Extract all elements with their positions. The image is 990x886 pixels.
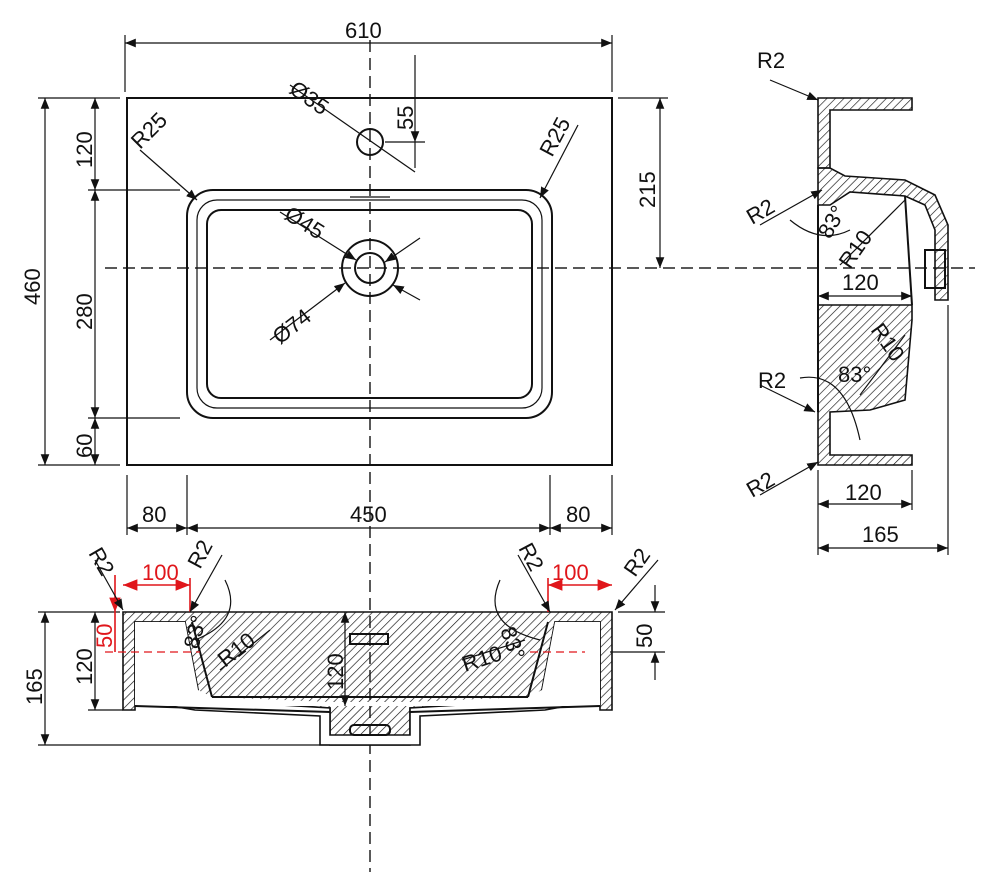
side-r2-bottom-label: R2 (742, 467, 779, 503)
overflow-offset-dimension: 55 (393, 106, 418, 130)
side-r10-top-label: R10 (834, 225, 878, 272)
front-bowl-height-dimension: 120 (323, 653, 348, 690)
front-view: 165 120 50 100 100 50 120 R2 R2 R2 R2 (22, 536, 665, 746)
right-margin-dimension: 80 (566, 502, 590, 527)
corner-radius-right-label: R25 (534, 113, 575, 160)
depth-dimension: 460 (20, 268, 45, 305)
front-total-height-dimension: 165 (22, 668, 47, 705)
right-rim-width-dimension: 100 (552, 560, 589, 585)
front-r2-a-label: R2 (84, 543, 120, 580)
corner-radius-left-label: R25 (126, 107, 172, 153)
basin-inner-edge (206, 209, 533, 399)
side-angle-bottom-label: 83° (838, 362, 871, 387)
overflow-hole (356, 128, 384, 156)
front-r2-b-label: R2 (182, 536, 217, 573)
front-side-height-dimension: 120 (72, 648, 97, 685)
bottom-margin-dimension: 60 (72, 434, 97, 458)
width-dimension: 610 (345, 18, 382, 43)
drain-offset-dimension: 215 (635, 171, 660, 208)
overflow-diameter-label: Ø35 (285, 76, 333, 120)
side-inner-depth-dimension: 120 (842, 270, 879, 295)
side-total-depth-dimension: 165 (862, 522, 899, 547)
front-r2-c-label: R2 (514, 539, 549, 576)
right-rim-height-dimension: 50 (632, 624, 657, 648)
front-r2-d-label: R2 (619, 543, 656, 580)
drain-outer (341, 239, 399, 297)
side-r2-mid-label: R2 (742, 194, 779, 230)
side-view: R2 R2 R2 R2 83° R10 120 83° R10 120 165 (742, 48, 949, 555)
top-view: 610 460 120 280 60 215 55 Ø35 R25 R25 Ø4… (20, 18, 668, 535)
side-r2-low-label: R2 (758, 368, 786, 393)
left-rim-width-dimension: 100 (142, 560, 179, 585)
countertop-outline (126, 97, 613, 466)
left-rim-height-dimension: 50 (92, 624, 117, 648)
basin-width-dimension: 450 (350, 502, 387, 527)
drain-inner (354, 252, 386, 284)
side-r2-top-label: R2 (757, 48, 785, 73)
basin-outer-edge (186, 189, 553, 419)
side-bowl-depth-dimension: 120 (845, 480, 882, 505)
left-margin-dimension: 80 (142, 502, 166, 527)
top-margin-dimension: 120 (72, 131, 97, 168)
basin-depth-dimension: 280 (72, 293, 97, 330)
